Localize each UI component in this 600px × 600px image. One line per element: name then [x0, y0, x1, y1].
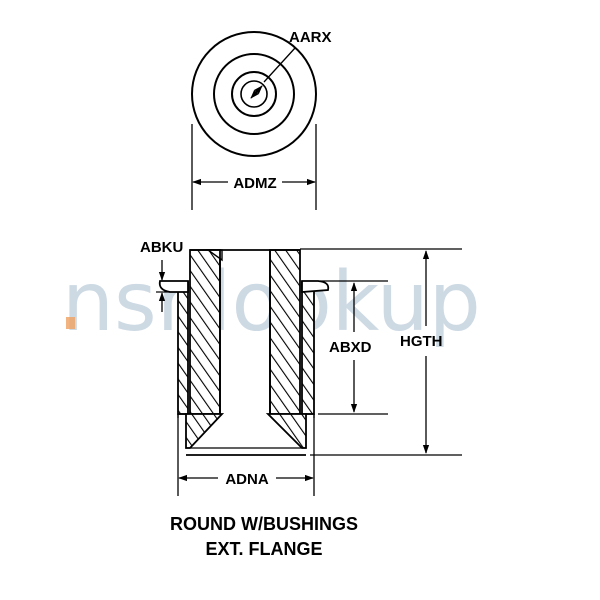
right-flange	[301, 280, 330, 293]
caption-line-2: EXT. FLANGE	[205, 539, 322, 559]
right-insert	[269, 249, 301, 415]
section-view	[158, 249, 330, 456]
admz-label: ADMZ	[233, 175, 276, 192]
left-flange	[158, 280, 189, 293]
abku-label: ABKU	[140, 239, 183, 256]
aarx-arrow	[250, 85, 263, 99]
left-outer-wall	[177, 281, 189, 415]
right-outer-wall	[301, 281, 315, 415]
lower-left-body	[185, 413, 225, 449]
abxd-label: ABXD	[329, 339, 372, 356]
watermark-dot	[66, 317, 75, 329]
middle-circle	[213, 53, 295, 135]
aarx-label: AARX	[289, 29, 332, 46]
section-dimensions: ABKU ABXD HGTH ADNA	[140, 239, 462, 496]
left-insert	[189, 249, 221, 415]
bore-circle	[240, 80, 268, 108]
outer-circle	[191, 31, 317, 157]
caption: ROUND W/BUSHINGS EXT. FLANGE	[170, 514, 358, 559]
hgth-label: HGTH	[400, 333, 443, 350]
adna-label: ADNA	[225, 471, 268, 488]
aarx-leader	[263, 47, 296, 83]
inner-bore-circle	[231, 71, 277, 117]
lower-right-body	[265, 413, 307, 449]
caption-line-1: ROUND W/BUSHINGS	[170, 514, 358, 534]
top-view: AARX ADMZ	[191, 29, 332, 210]
